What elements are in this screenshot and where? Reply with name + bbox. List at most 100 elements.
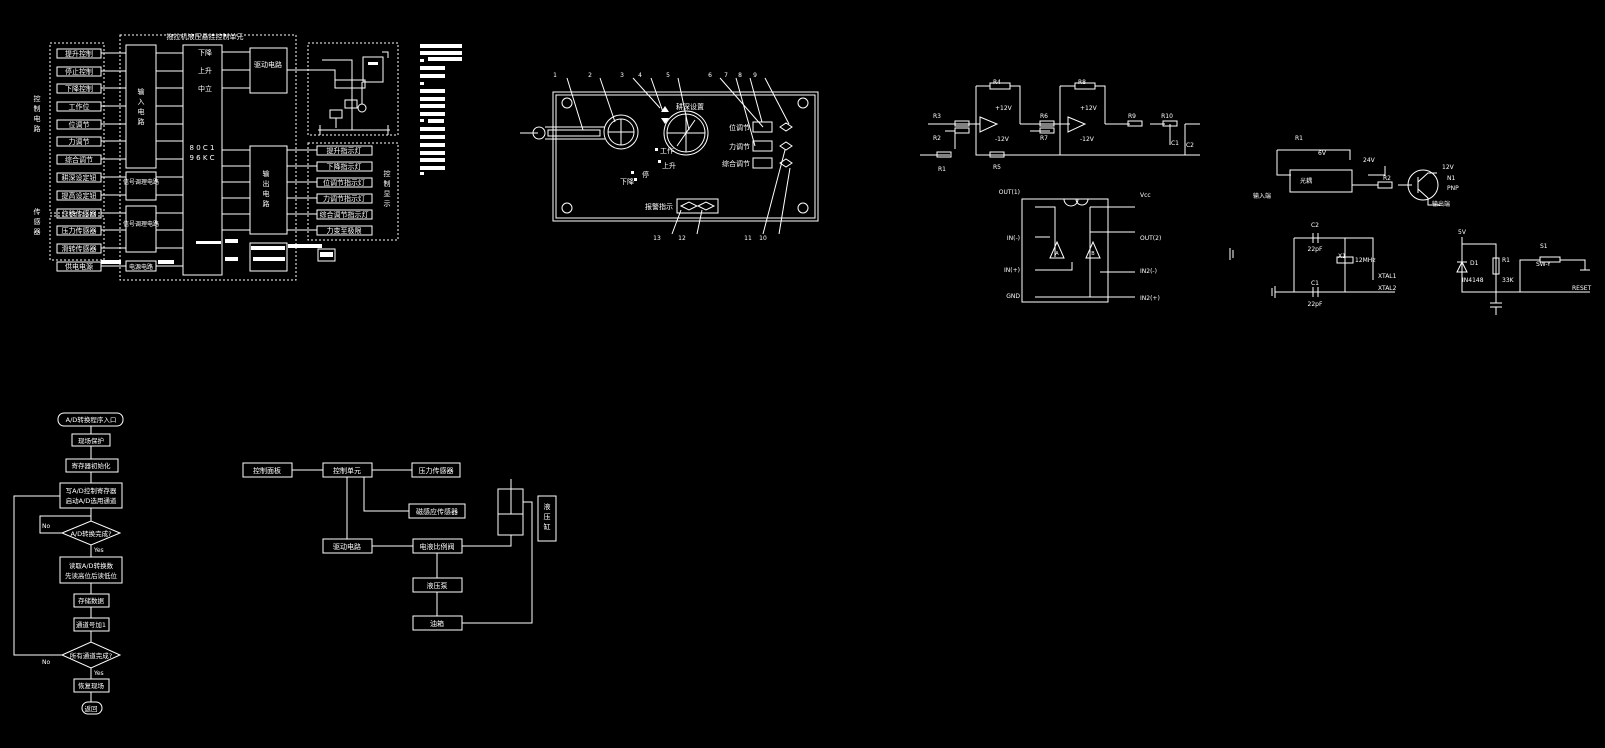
- opto-circuit-label: 输入端: [1253, 192, 1271, 200]
- system-block-panel: 控制面板: [253, 466, 281, 475]
- callout-number: 10: [759, 235, 767, 242]
- system-diagram: [242, 462, 557, 631]
- system-block-magnetic: 磁感应传感器: [416, 507, 458, 516]
- ic-pin-label: OUT(2): [1140, 235, 1161, 242]
- opamp-a-label: A: [1055, 251, 1059, 257]
- output-indicator-label: 力变至极限: [327, 226, 362, 235]
- system-block-drive: 驱动电路: [333, 542, 361, 551]
- control-input-label: 耕深设定钮: [62, 173, 97, 182]
- system-block-pressure: 压力传感器: [419, 466, 454, 475]
- reset-circuit-label: 33K: [1502, 277, 1515, 284]
- opto-circuit-label: R2: [1383, 175, 1391, 182]
- lower-label: 下降: [620, 177, 634, 186]
- cpu-label-line2: 9 6 K C: [189, 154, 214, 162]
- component-label: R2: [933, 135, 941, 142]
- sensor-label: 滑转传感器: [62, 244, 97, 253]
- system-block-tank: 油箱: [430, 619, 444, 628]
- control-input-label: 下降控制: [65, 84, 93, 93]
- system-block-unit: 控制单元: [333, 466, 361, 475]
- reset-circuit-label: IN4148: [1462, 277, 1484, 284]
- flowchart-step-restore: 恢复现场: [78, 681, 105, 690]
- reset-circuit-label: 5V: [1458, 229, 1467, 236]
- combined-adjust-label: 综合调节: [722, 159, 750, 168]
- supply-label: -12V: [995, 136, 1010, 143]
- flowchart-step-write1: 写A/D控制寄存器: [66, 486, 117, 495]
- output-indicator-label: 力调节指示灯: [323, 194, 365, 203]
- opto-circuit-label: 6V: [1318, 150, 1327, 157]
- component-label: R8: [1078, 79, 1086, 86]
- force-adjust-label: 力调节: [729, 142, 750, 151]
- output-indicator-label: 综合调节指示灯: [320, 210, 369, 219]
- flowchart-step-write2: 启动A/D选用通道: [66, 496, 117, 505]
- opto-circuit-label: N1: [1447, 175, 1455, 182]
- power-circuit-label: 电源电路: [129, 263, 153, 271]
- component-label: R5: [993, 164, 1001, 171]
- redacted-note-bars: [420, 44, 462, 175]
- component-label: C2: [1186, 142, 1194, 149]
- callout-number: 1: [553, 72, 557, 79]
- component-label: C1: [1171, 140, 1179, 147]
- dual-opamp-ic: [1021, 198, 1135, 303]
- amplifier-circuit: [920, 82, 1200, 158]
- flowchart-step-all_done: 所有通道完成?: [70, 651, 112, 660]
- ic-pin-label: IN(+): [1004, 267, 1020, 274]
- component-label: R10: [1161, 113, 1173, 120]
- no-label: No: [42, 659, 50, 666]
- crystal-circuit-label: XTAL2: [1378, 285, 1397, 292]
- alarm-indicator-label: 报警指示: [645, 202, 673, 211]
- yes-label: Yes: [93, 547, 104, 554]
- control-input-label: 提高设定钮: [62, 191, 97, 200]
- opto-transistor-circuit: [1276, 149, 1440, 206]
- control-input-label: 停止控制: [65, 67, 93, 76]
- supply-label: +12V: [1080, 105, 1098, 112]
- reset-circuit-label: D1: [1470, 260, 1479, 267]
- raise-label: 上升: [662, 161, 676, 170]
- signal-conditioning-box-1: [125, 171, 157, 201]
- flowchart-step-read1: 读取A/D转换数: [69, 561, 114, 570]
- flowchart-step-read2: 先读高位后读低位: [65, 571, 118, 580]
- opto-circuit-label: PNP: [1447, 185, 1459, 192]
- flowchart-step-init: 寄存器初始化: [72, 461, 112, 470]
- control-panel-drawing: [520, 77, 819, 235]
- display-group-label: 控制显示: [383, 169, 391, 210]
- opto-circuit-label: 输出端: [1432, 200, 1450, 208]
- callout-number: 4: [638, 72, 642, 79]
- ic-pin-label: IN2(-): [1140, 268, 1157, 275]
- reset-circuit: [1456, 237, 1590, 315]
- callout-number: 11: [744, 235, 752, 242]
- sensor-group-label: 传感器: [33, 207, 41, 238]
- component-label: R1: [938, 166, 946, 173]
- sensor-label: 位移传感器: [62, 209, 97, 218]
- reset-circuit-label: R1: [1502, 257, 1510, 264]
- flowchart-step-end: 返回: [85, 705, 98, 713]
- flowchart-step-inc: 通道号加1: [76, 620, 106, 629]
- opto-circuit-label: 24V: [1363, 157, 1376, 164]
- block-diagram: [49, 34, 462, 281]
- opto-circuit-label: 光耦: [1300, 177, 1312, 185]
- drive-circuit-label: 驱动电路: [254, 60, 282, 69]
- flowchart-step-save: 现场保护: [78, 436, 104, 445]
- crystal-circuit-label: C2: [1311, 222, 1319, 229]
- cpu-label-line1: 8 0 C 1: [190, 144, 215, 152]
- callout-number: 9: [753, 72, 757, 79]
- crystal-circuit-label: 12MHz: [1355, 257, 1375, 264]
- reset-circuit-label: S1: [1540, 243, 1548, 250]
- crystal-circuit-label: 22pF: [1308, 301, 1323, 308]
- signal-conditioning-label-2: 信号调理电路: [123, 220, 159, 228]
- ic-pin-label: GND: [1006, 293, 1020, 300]
- system-block-pump: 液压泵: [427, 581, 448, 590]
- position-adjust-label: 位调节: [729, 123, 750, 132]
- cylinder-label: 液压缸: [543, 502, 551, 533]
- flowchart-step-check: A/D转换完成?: [70, 529, 111, 538]
- crystal-circuit-label: XTAL1: [1378, 273, 1397, 280]
- hydraulic-schematic: [287, 51, 390, 135]
- callout-number: 12: [678, 235, 686, 242]
- block-diagram-title: 拖拉机液压悬挂控制单元: [167, 32, 244, 41]
- no-label: No: [42, 523, 50, 530]
- crystal-circuit-label: X1: [1338, 253, 1346, 260]
- signal-conditioning-label-1: 信号调理电路: [123, 178, 159, 186]
- supply-label: -12V: [1080, 136, 1095, 143]
- crystal-circuit-label: C1: [1311, 280, 1319, 287]
- reset-circuit-label: RESET: [1572, 285, 1592, 292]
